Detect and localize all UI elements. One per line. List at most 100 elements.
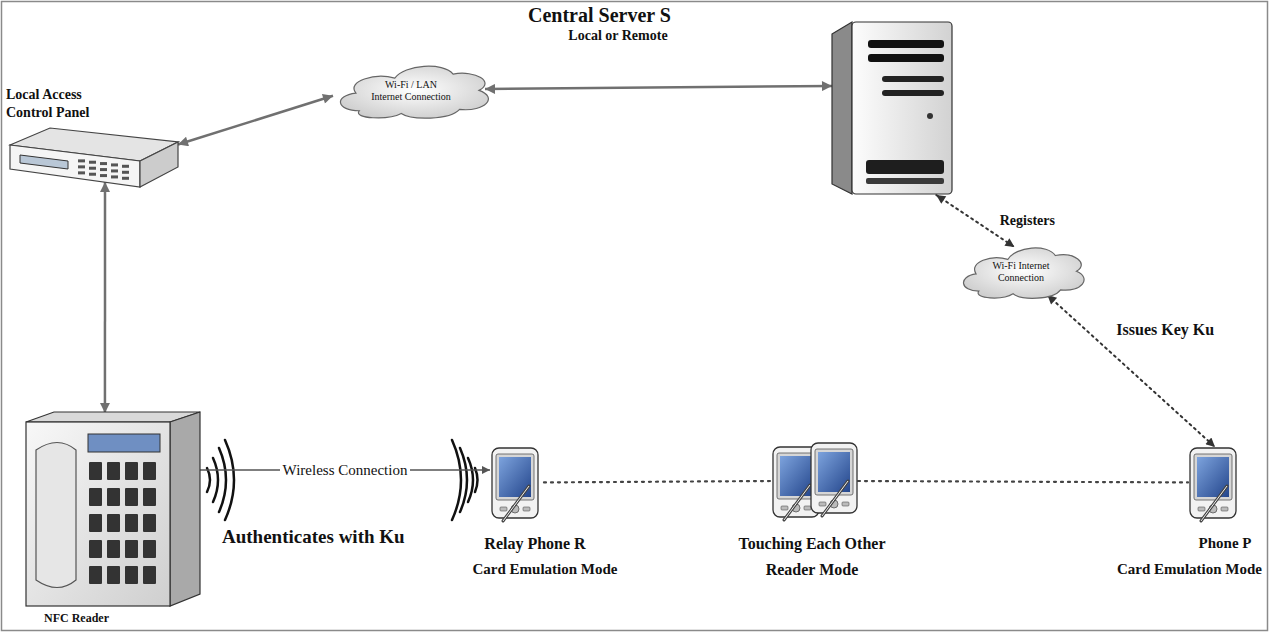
panel-key: [78, 171, 85, 174]
stylus: [1201, 486, 1227, 521]
panel-side: [140, 142, 178, 187]
wave-arc: [452, 440, 461, 520]
drive-bay: [868, 54, 944, 62]
phone-icon: [1185, 445, 1245, 523]
link-arrow: [485, 86, 832, 89]
reader-key: [89, 514, 102, 532]
panel-key: [78, 165, 85, 168]
wave-arc: [460, 448, 467, 512]
reader-key: [125, 462, 138, 480]
edge-label: Issues Key Ku: [1113, 320, 1217, 339]
panel-display: [20, 155, 68, 169]
device-label: Local Access Control Panel: [6, 86, 116, 121]
server-tower-icon: [830, 12, 955, 197]
dotted-link: [544, 481, 772, 482]
phone-icon: [492, 448, 538, 521]
server-vent: [866, 160, 944, 174]
cloud-outline: [964, 248, 1085, 298]
phone-bezel: [1194, 454, 1232, 500]
nfc-reader-icon: [18, 410, 203, 610]
phone-button: [781, 506, 788, 510]
reader-key: [89, 566, 102, 584]
panel-key: [111, 163, 118, 166]
wave-arc: [219, 448, 226, 512]
control-panel-icon: [8, 125, 180, 190]
panel-key: [122, 177, 129, 180]
phone-bezel: [496, 454, 534, 500]
control-panel: Local Access Control Panel: [6, 86, 180, 190]
panel-key: [100, 174, 107, 177]
phone-bezel: [777, 453, 815, 499]
reader-key: [107, 566, 120, 584]
phone-button: [500, 507, 507, 511]
device-label: Phone P: [1199, 534, 1252, 552]
cloud-outline: [340, 66, 488, 118]
panel-key: [111, 169, 118, 172]
card-slot: [36, 443, 76, 588]
wave-arc: [213, 458, 218, 502]
wave-arc: [225, 440, 234, 520]
panel-key: [89, 167, 96, 170]
phone-pair: Touching Each OtherReader Mode: [739, 440, 886, 579]
panel-key: [78, 159, 85, 162]
cloud-label: Wi-Fi / LAN Internet Connection: [370, 79, 453, 103]
cloud-shape: [964, 248, 1085, 298]
stylus: [1201, 486, 1227, 521]
reader-key: [143, 540, 156, 558]
server-tower: Central Server SLocal or Remote: [528, 3, 955, 197]
server-side: [832, 22, 852, 194]
cloud-label: Wi-Fi Internet Connection: [986, 260, 1056, 284]
phone-button: [1221, 507, 1228, 511]
stylus: [822, 481, 848, 516]
phone-bezel: [815, 449, 853, 495]
dotted-link: [1047, 295, 1215, 447]
annotation: Authenticates with Ku: [222, 526, 405, 549]
phone-button: [819, 502, 826, 506]
server-vent: [866, 178, 944, 184]
panel-key: [100, 168, 107, 171]
phone: Phone P Card Emulation Mode: [1117, 445, 1262, 578]
link-arrow: [178, 96, 333, 145]
device-label: Touching Each Other: [739, 534, 886, 553]
wave-arc: [475, 468, 478, 492]
relay-phone: Relay Phone RCard Emulation Mode: [472, 445, 617, 578]
cloud-shape: [340, 66, 488, 118]
panel-key: [89, 173, 96, 176]
link-arrow: [104, 182, 107, 413]
mode-label: Reader Mode: [766, 560, 859, 579]
server-front: [852, 22, 952, 194]
panel-key: [122, 171, 129, 174]
mode-label: Card Emulation Mode: [472, 560, 617, 578]
phone-icon: [811, 443, 857, 516]
reader-key: [107, 514, 120, 532]
panel-key: [111, 175, 118, 178]
relay-phone-icon: [487, 445, 547, 523]
reader-key: [143, 566, 156, 584]
power-button: [927, 113, 933, 119]
stylus: [822, 481, 848, 516]
phone-button: [523, 507, 530, 511]
phone-body: [492, 448, 538, 518]
reader-key: [107, 462, 120, 480]
reader-key: [143, 514, 156, 532]
stylus: [503, 486, 529, 521]
reader-key: [143, 488, 156, 506]
reader-display: [88, 434, 160, 452]
panel-key: [100, 162, 107, 165]
reader-key: [89, 540, 102, 558]
drive-bay: [868, 40, 944, 48]
stylus: [503, 486, 529, 521]
phone-button: [842, 502, 849, 506]
edge-label: Registers: [997, 213, 1058, 230]
reader-side: [170, 412, 200, 606]
device-label: Central Server S: [528, 3, 671, 27]
mode-label: Card Emulation Mode: [1117, 560, 1262, 578]
wave-arc: [207, 468, 210, 492]
reader-key: [107, 488, 120, 506]
panel-front: [10, 145, 140, 187]
reader-key: [89, 488, 102, 506]
reader-key: [125, 488, 138, 506]
phone-pair-icon: [770, 440, 862, 522]
device-note: Local or Remote: [568, 28, 667, 45]
